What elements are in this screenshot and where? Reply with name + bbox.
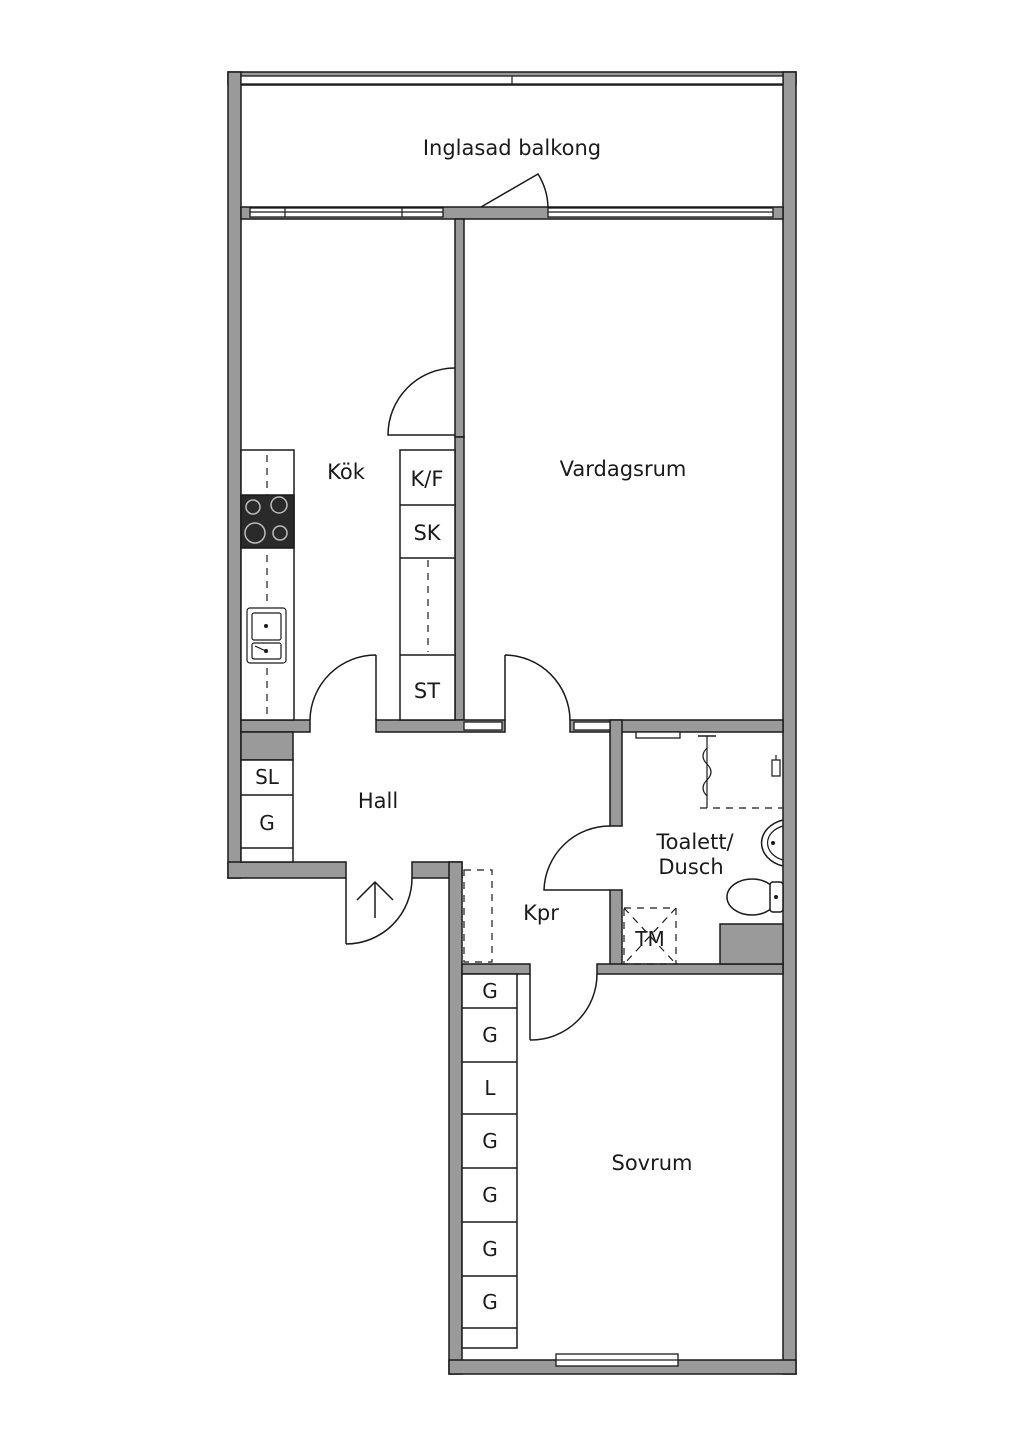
fridge-freezer-label: K/F: [411, 467, 444, 491]
closet-label: Kpr: [523, 901, 559, 925]
cabinet-sk-label: SK: [413, 521, 441, 545]
wardrobe-label: G: [482, 1129, 498, 1153]
balcony-label: Inglasad balkong: [423, 136, 601, 160]
wardrobe-label: G: [482, 1237, 498, 1261]
hall-storage: [240, 759, 294, 863]
wardrobe-label: G: [482, 1023, 498, 1047]
washing-machine-label: TM: [634, 927, 664, 951]
closet-outline: [463, 869, 493, 963]
washbasin-icon: [760, 819, 784, 867]
windows: [240, 75, 784, 1367]
bathroom-label-line2: Dusch: [658, 855, 723, 879]
kitchen-cabinets: [399, 449, 456, 721]
wardrobe-label: G: [482, 1183, 498, 1207]
entrance-arrow-icon: [356, 880, 394, 918]
sink-icon: [246, 607, 287, 664]
stove-icon: [240, 494, 295, 549]
bedroom-label: Sovrum: [611, 1151, 692, 1175]
cabinet-st-label: ST: [414, 679, 440, 703]
toilet-icon: [726, 878, 784, 916]
shower-icon: [698, 735, 783, 809]
doors: [309, 172, 611, 1041]
kitchen-counter: [240, 449, 295, 721]
wardrobe-label: G: [482, 1290, 498, 1314]
hall-label: Hall: [358, 789, 398, 813]
wardrobe-label: G: [482, 979, 498, 1003]
kitchen-label: Kök: [327, 460, 366, 484]
living-room-label: Vardagsrum: [560, 457, 687, 481]
washing-machine-icon: [623, 907, 677, 965]
hall-wardrobe-label: G: [259, 811, 275, 835]
cabinet-sl-label: SL: [255, 765, 280, 789]
wardrobe-label: L: [484, 1076, 496, 1100]
bathroom-label-line1: Toalett/: [655, 830, 734, 854]
